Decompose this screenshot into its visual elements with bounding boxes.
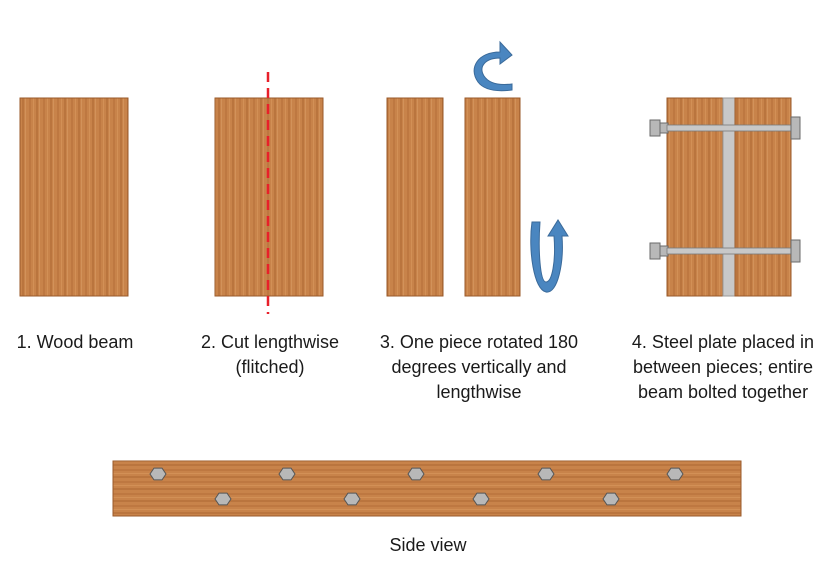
- wood-piece-right: [464, 97, 521, 297]
- bolt-icon: [649, 239, 801, 263]
- hex-bolt-icon: [666, 467, 684, 481]
- wood-beam: [19, 97, 129, 297]
- hex-bolt-icon: [343, 492, 361, 506]
- step-1-caption: 1. Wood beam: [16, 332, 134, 352]
- step-4-caption: 4. Steel plate placed in between pieces;…: [631, 332, 815, 402]
- hex-bolt-icon: [278, 467, 296, 481]
- side-view-beam: [112, 460, 742, 517]
- flip-arrow-icon: [530, 219, 569, 293]
- hex-bolt-icon: [472, 492, 490, 506]
- hex-bolt-icon: [602, 492, 620, 506]
- wood-beam-cut: [214, 97, 324, 297]
- hex-bolt-icon: [537, 467, 555, 481]
- hex-bolt-icon: [214, 492, 232, 506]
- hex-bolt-icon: [407, 467, 425, 481]
- rotate-arrow-icon: [473, 40, 513, 92]
- side-view-caption: Side view: [389, 535, 467, 555]
- flitch-assembly: [649, 97, 801, 297]
- hex-bolt-icon: [149, 467, 167, 481]
- wood-piece-left: [386, 97, 444, 297]
- step-3-caption: 3. One piece rotated 180 degrees vertica…: [379, 332, 579, 402]
- step-2-caption: 2. Cut lengthwise (flitched): [200, 332, 340, 377]
- bolt-icon: [649, 116, 801, 140]
